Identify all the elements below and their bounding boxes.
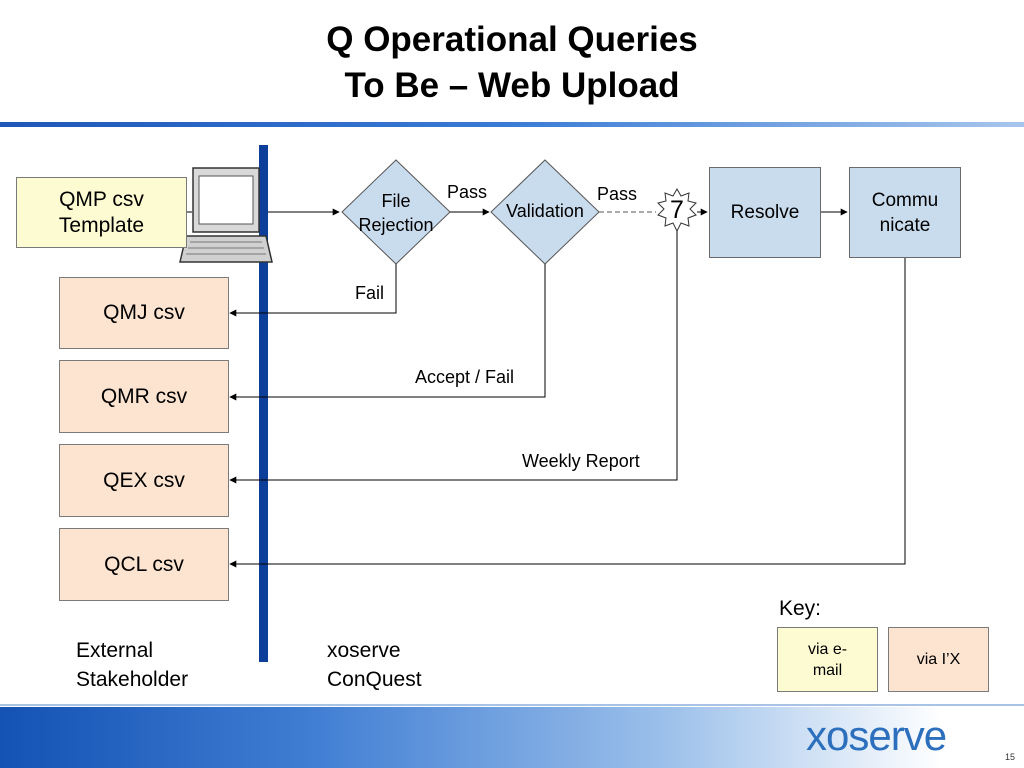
xoserve-conquest-label: xoserve ConQuest <box>327 639 422 691</box>
arrow-weekly-report-to-qex <box>229 231 678 484</box>
arrow-accept-fail-to-qmr <box>229 264 546 401</box>
communicate-box: Commu nicate <box>849 167 961 258</box>
qcl-csv-box: QCL csv <box>59 528 229 601</box>
qmp-template-line1: QMP csv <box>59 187 144 211</box>
weekly-report-label: Weekly Report <box>522 451 640 471</box>
file-rejection-label: File Rejection <box>358 191 434 235</box>
accept-fail-label: Accept / Fail <box>415 367 515 387</box>
footer-rule <box>0 704 1024 706</box>
page-number: 15 <box>1005 752 1016 762</box>
arrow-fail-to-qmj <box>229 264 397 317</box>
footer-band <box>0 707 1024 768</box>
qmr-csv-box: QMR csv <box>59 360 229 433</box>
title-divider <box>0 122 1024 127</box>
slide-title-line1: Q Operational Queries <box>326 20 698 59</box>
resolve-box: Resolve <box>709 167 821 258</box>
qmp-template-box: QMP csv Template <box>16 177 187 248</box>
pass-label-2: Pass <box>597 184 638 204</box>
pass-label-1: Pass <box>447 182 488 202</box>
arrow-communicate-to-qcl <box>229 258 906 568</box>
xoserve-logo: xoserve <box>806 712 947 759</box>
key-email-box: via e- mail <box>777 627 878 692</box>
laptop-icon <box>179 167 273 263</box>
qmj-csv-box: QMJ csv <box>59 277 229 349</box>
key-heading: Key: <box>779 597 822 620</box>
qmp-template-line2: Template <box>58 213 145 237</box>
qex-csv-box: QEX csv <box>59 444 229 517</box>
external-stakeholder-label: External Stakeholder <box>76 639 189 691</box>
key-ix-box: via I’X <box>888 627 989 692</box>
fail-label: Fail <box>355 283 385 303</box>
step-badge-number: 7 <box>670 196 684 224</box>
validation-label: Validation <box>506 201 584 221</box>
stakeholder-divider <box>259 145 268 662</box>
slide-title-line2: To Be – Web Upload <box>344 66 680 105</box>
